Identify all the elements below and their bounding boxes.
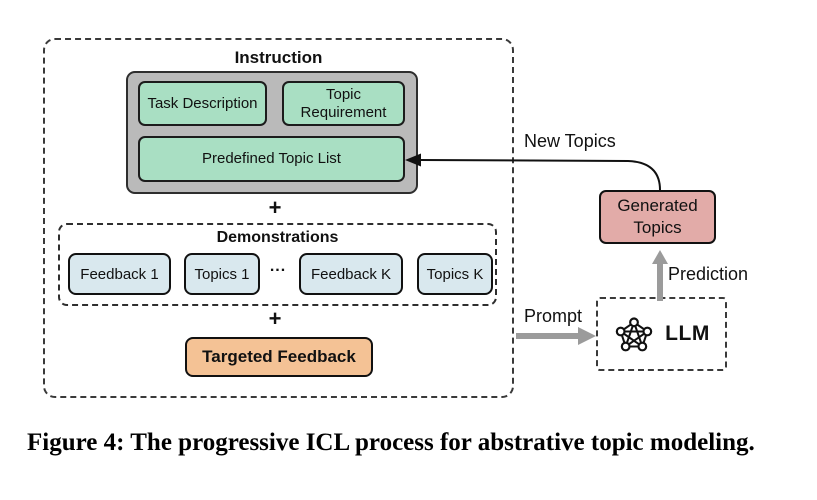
generated-topics-box: Generated Topics [599,190,716,244]
feedback-1-box: Feedback 1 [68,253,171,295]
instruction-label: Instruction [234,48,323,67]
prediction-arrow [652,250,668,301]
prompt-label: Prompt [524,306,583,326]
predefined-topic-list-box: Predefined Topic List [138,136,405,182]
plus-sign-2: + [268,306,282,331]
figure-caption: Figure 4: The progressive ICL process fo… [27,429,755,456]
plus-sign-1: + [268,195,282,220]
demonstrations-label: Demonstrations [216,229,339,246]
prompt-group-container [43,38,514,398]
task-description-box: Task Description [138,81,267,126]
llm-label: LLM [665,322,710,345]
new-topics-label: New Topics [524,131,616,151]
demonstrations-ellipsis: ... [269,258,287,275]
demonstrations-container [58,223,497,306]
prompt-arrow [516,327,596,345]
topics-k-box: Topics K [417,253,493,295]
prediction-label: Prediction [668,264,749,284]
targeted-feedback-box: Targeted Feedback [185,337,373,377]
topics-1-box: Topics 1 [184,253,260,295]
topic-requirement-box: Topic Requirement [282,81,405,126]
network-icon [615,317,653,352]
llm-box: LLM [596,297,727,371]
feedback-k-box: Feedback K [299,253,403,295]
